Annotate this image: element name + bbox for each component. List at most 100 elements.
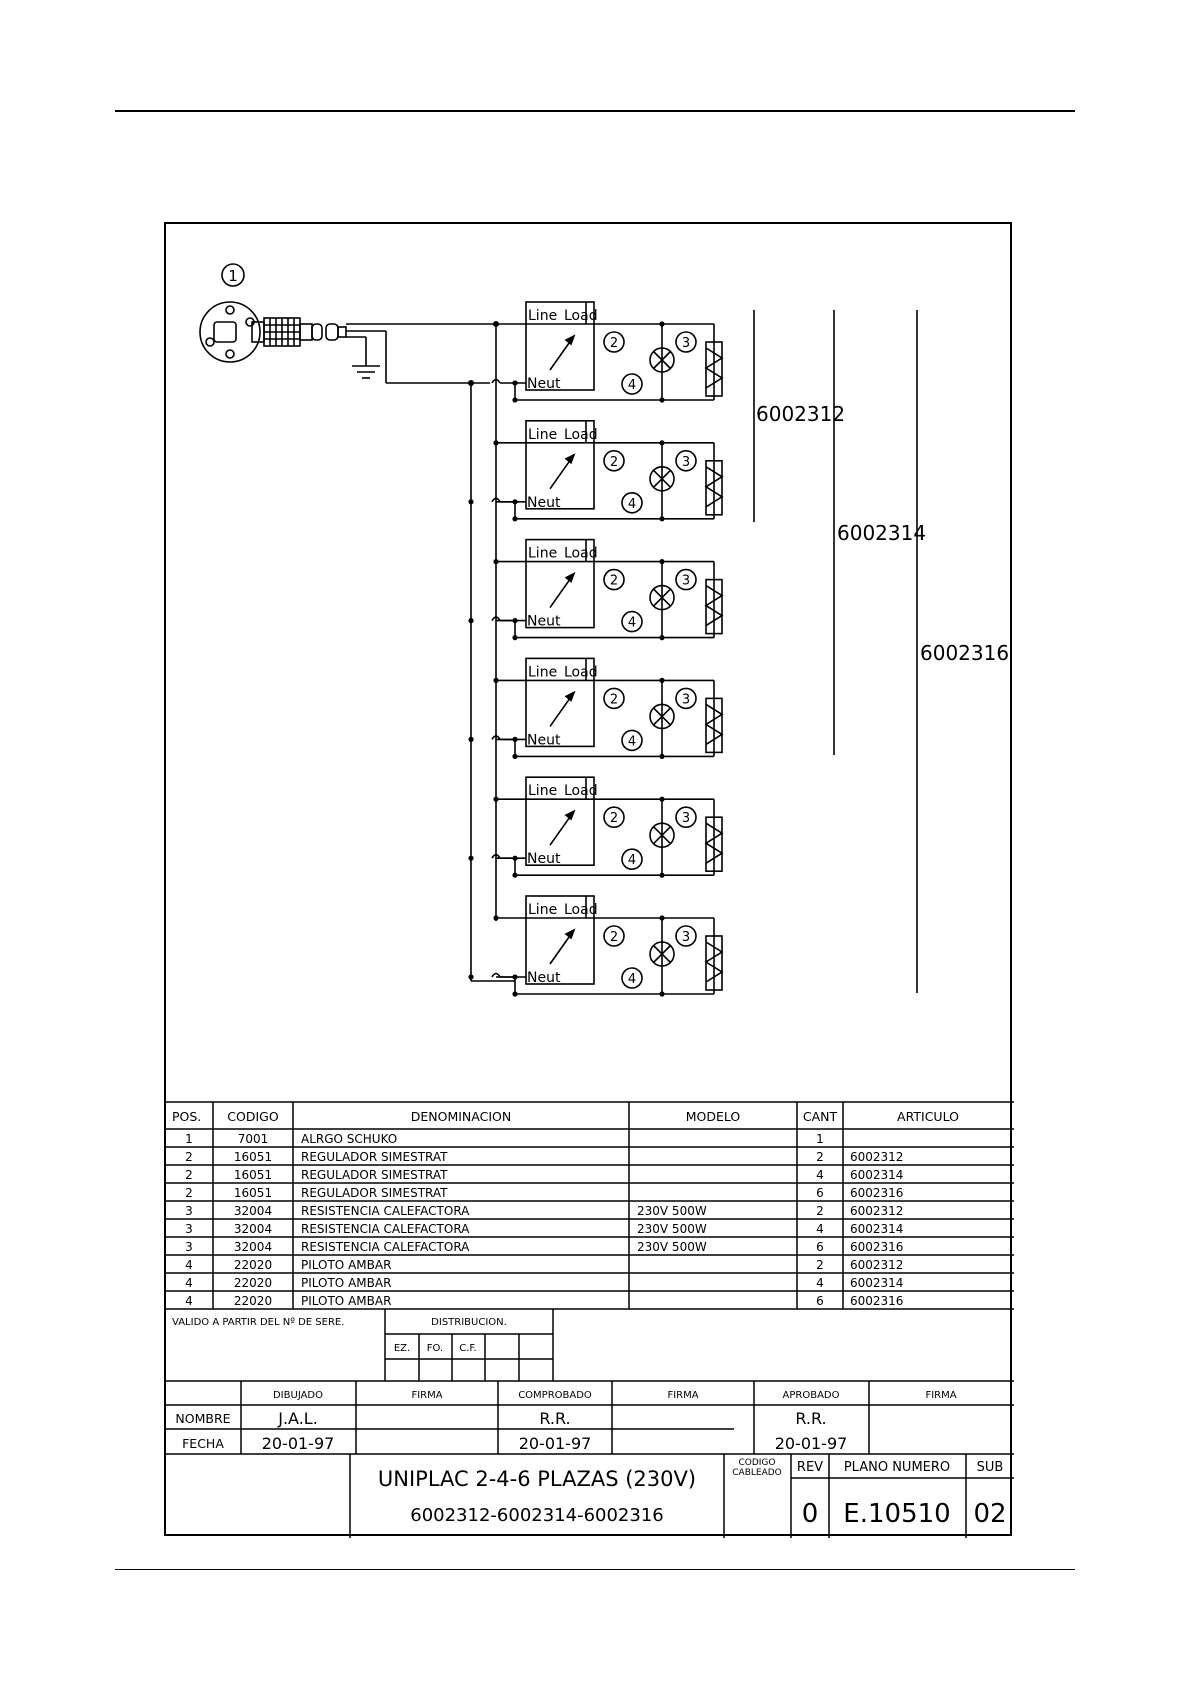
callout-4: 4 xyxy=(628,616,636,631)
regulator-box xyxy=(525,301,595,391)
nombre-label: NOMBRE xyxy=(175,1411,230,1426)
header-cant: CANT xyxy=(803,1109,838,1124)
table-cell: RESISTENCIA CALEFACTORA xyxy=(301,1204,470,1218)
callout-2-circle xyxy=(603,806,625,829)
plano-numero-label: PLANO NUMERO xyxy=(844,1460,950,1475)
bottom-rule xyxy=(115,1569,1075,1570)
header-articulo: ARTICULO xyxy=(897,1109,959,1124)
heater-resistor-icon xyxy=(705,697,723,754)
label-line: Line xyxy=(528,902,557,918)
dibujado-nombre: J.A.L. xyxy=(277,1409,318,1428)
table-cell: 32004 xyxy=(234,1240,272,1254)
table-cell: 2 xyxy=(185,1168,193,1182)
sub-label: SUB xyxy=(977,1460,1004,1475)
callout-2: 2 xyxy=(610,455,618,470)
table-cell: RESISTENCIA CALEFACTORA xyxy=(301,1240,470,1254)
callout-2: 2 xyxy=(610,336,618,351)
callout-3-circle xyxy=(675,806,697,829)
callout-3: 3 xyxy=(682,455,690,470)
table-cell: 22020 xyxy=(234,1294,272,1308)
table-cell: 6002316 xyxy=(850,1186,903,1200)
callout-4-circle xyxy=(621,610,643,633)
table-cell: 6002316 xyxy=(850,1240,903,1254)
callout-3: 3 xyxy=(682,574,690,589)
table-cell: 32004 xyxy=(234,1222,272,1236)
table-cell: 16051 xyxy=(234,1186,272,1200)
table-cell: 230V 500W xyxy=(637,1240,707,1254)
table-cell: 4 xyxy=(816,1168,824,1182)
table-cell: 6002314 xyxy=(850,1276,903,1290)
callout-4-circle xyxy=(621,967,643,989)
codigo-cableado-label-2: CABLEADO xyxy=(732,1468,782,1478)
pilot-lamp-icon xyxy=(649,466,675,492)
rev-label: REV xyxy=(797,1460,823,1475)
callout-2: 2 xyxy=(610,692,618,707)
callout-2: 2 xyxy=(610,811,618,826)
table-cell: 230V 500W xyxy=(637,1204,707,1218)
pilot-lamp-icon xyxy=(649,584,675,611)
callout-3: 3 xyxy=(682,811,690,826)
table-cell: 16051 xyxy=(234,1168,272,1182)
table-cell: 22020 xyxy=(234,1276,272,1290)
distribution-col-fo: FO. xyxy=(427,1343,443,1354)
table-cell: 2 xyxy=(816,1258,824,1272)
callout-3: 3 xyxy=(682,930,690,945)
callout-4-circle xyxy=(621,373,643,395)
firma-header-2: FIRMA xyxy=(667,1390,698,1401)
callout-3-circle xyxy=(675,450,697,472)
label-line: Line xyxy=(528,783,557,799)
label-neut: Neut xyxy=(527,732,561,748)
valid-from-serial-label: VALIDO A PARTIR DEL Nº DE SERE. xyxy=(172,1317,344,1328)
regulator-box xyxy=(525,420,595,510)
header-modelo: MODELO xyxy=(686,1109,741,1124)
table-cell: 6002314 xyxy=(850,1222,903,1236)
label-line: Line xyxy=(528,664,557,680)
label-neut: Neut xyxy=(527,970,561,986)
top-rule xyxy=(115,110,1075,112)
callout-1-circle xyxy=(221,263,245,287)
callout-2-circle xyxy=(603,687,625,710)
pilot-lamp-icon xyxy=(649,347,675,373)
firma-header-1: FIRMA xyxy=(411,1390,442,1401)
table-cell: 3 xyxy=(185,1204,193,1218)
callout-2: 2 xyxy=(610,930,618,945)
label-line: Line xyxy=(528,427,557,443)
parts-table-grid xyxy=(166,1101,1014,1538)
callout-3: 3 xyxy=(682,692,690,707)
table-cell: 230V 500W xyxy=(637,1222,707,1236)
label-load: Load xyxy=(564,427,598,443)
label-load: Load xyxy=(564,308,598,324)
label-neut: Neut xyxy=(527,851,561,867)
table-cell: 6002312 xyxy=(850,1150,903,1164)
article-bracket-6002316: 6002316 xyxy=(920,641,1009,665)
table-cell: 4 xyxy=(185,1276,193,1290)
table-cell: 16051 xyxy=(234,1150,272,1164)
plano-numero-value: E.10510 xyxy=(843,1499,950,1529)
callout-4-circle xyxy=(621,729,643,752)
table-cell: 6 xyxy=(816,1294,824,1308)
label-neut: Neut xyxy=(527,495,561,511)
callout-2-circle xyxy=(603,331,625,353)
label-load: Load xyxy=(564,664,598,680)
regulator-box xyxy=(525,657,595,748)
distribution-label: DISTRIBUCION. xyxy=(431,1317,507,1328)
table-cell: 2 xyxy=(816,1204,824,1218)
table-cell: 4 xyxy=(816,1276,824,1290)
table-cell: 32004 xyxy=(234,1204,272,1218)
callout-4: 4 xyxy=(628,972,636,987)
label-load: Load xyxy=(564,783,598,799)
table-cell: 3 xyxy=(185,1240,193,1254)
table-cell: REGULADOR SIMESTRAT xyxy=(301,1168,448,1182)
